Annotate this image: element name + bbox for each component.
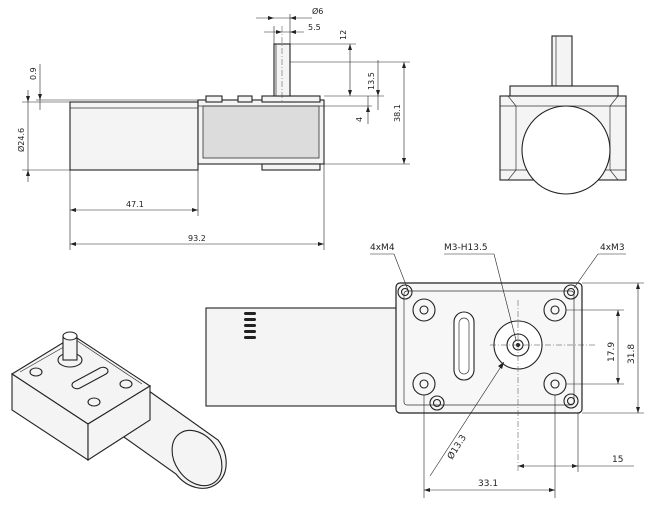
dim-edge-offset: 15	[612, 455, 623, 465]
slot	[453, 311, 475, 381]
corner-hole	[563, 393, 579, 409]
corner-hole	[397, 284, 413, 300]
dim-shaft-offset: 5.5	[308, 23, 321, 32]
end-view	[499, 35, 627, 195]
label-holes-left: 4xM4	[370, 243, 395, 253]
dim-motor-dia: Ø24.6	[16, 128, 26, 152]
motor-end-circle	[521, 105, 611, 195]
dim-total-height: 38.1	[393, 104, 402, 122]
dim-flange-th: 4	[355, 117, 364, 122]
dim-total-len: 93.2	[188, 234, 206, 243]
side-view: Ø6 5.5 12 13.5 38.1 4 0.9	[16, 6, 410, 250]
label-holes-right: 4xM3	[600, 243, 625, 253]
dim-shaft-dia: Ø6	[312, 6, 323, 16]
bottom-view: 4xM4 M3-H13.5 4xM3 17.9 31.8 Ø13.3	[205, 243, 644, 498]
dim-shaft-len: 12	[339, 30, 348, 40]
label-center-hole: M3-H13.5	[444, 243, 488, 253]
dim-total-width-v: 31.8	[627, 344, 637, 364]
corner-hole	[429, 395, 445, 411]
vent-slots	[244, 312, 256, 339]
corner-hole	[563, 284, 579, 300]
gearbox-plate	[395, 282, 583, 414]
dim-hole-spacing-h: 33.1	[478, 479, 498, 489]
dim-motor-len: 47.1	[126, 200, 144, 209]
dim-shaft-to-face: 13.5	[367, 72, 376, 90]
motor-body	[69, 101, 199, 171]
dim-top-gap: 0.9	[29, 67, 38, 80]
isometric-view	[10, 331, 227, 489]
mount-hole	[412, 298, 436, 322]
dim-hole-spacing-v: 17.9	[607, 342, 617, 362]
